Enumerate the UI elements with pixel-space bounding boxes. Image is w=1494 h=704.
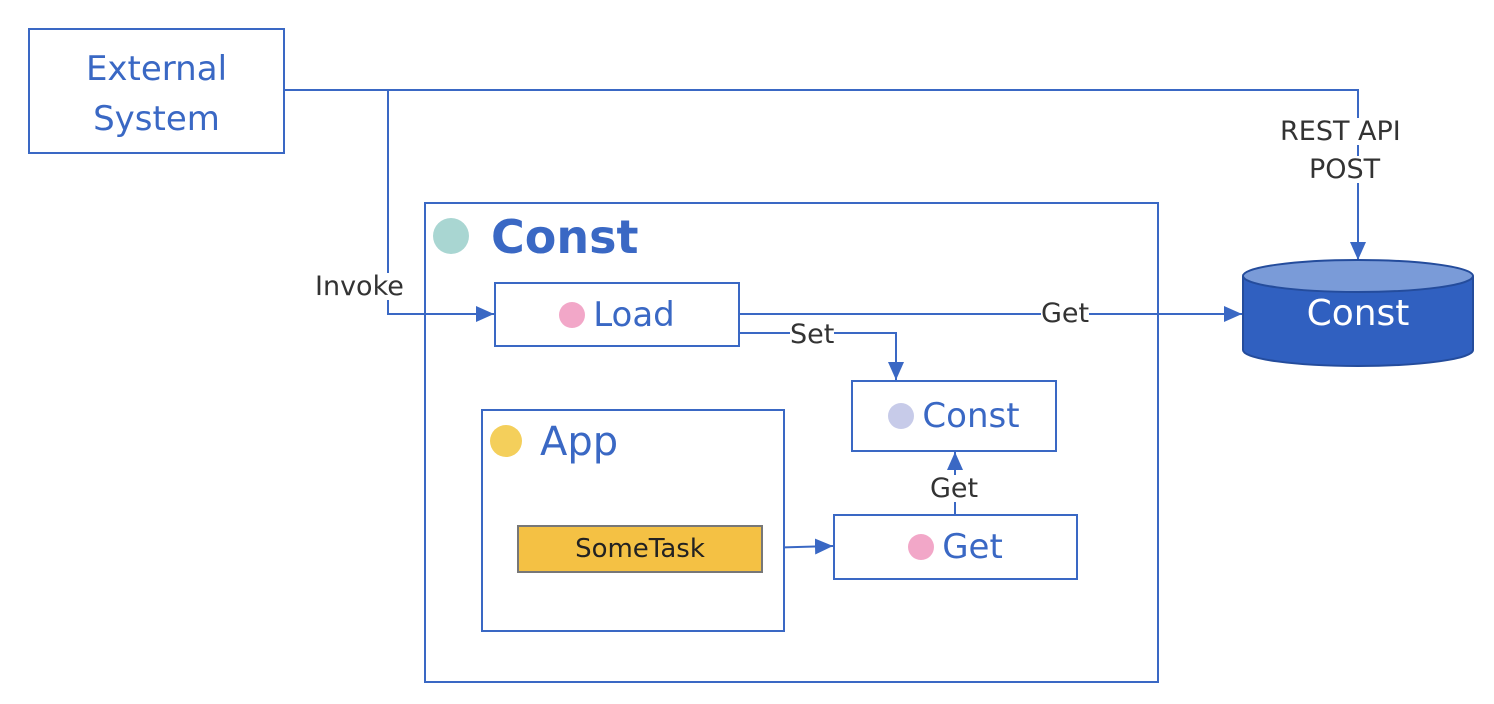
rest-api-label-2: POST [1309, 154, 1381, 185]
const-store-node[interactable]: Const [851, 380, 1057, 452]
load-node-dot [559, 301, 586, 328]
get-node-label: Get [942, 527, 1003, 567]
load-node-label: Load [593, 294, 675, 335]
rest-api-edge [284, 89, 1366, 260]
const-container-title: Const [491, 210, 639, 264]
external-system-box: External System [28, 28, 285, 154]
sometask-node[interactable]: SomeTask [517, 525, 763, 573]
set-label: Set [790, 319, 835, 350]
invoke-label: Invoke [315, 271, 404, 302]
const-store-dot [888, 403, 915, 429]
const-database-label: Const [1306, 293, 1410, 334]
app-container-title: App [540, 419, 619, 465]
get-node[interactable]: Get [833, 514, 1078, 580]
const-container-dot [433, 218, 469, 254]
get-db-label: Get [1041, 298, 1090, 329]
const-store-label: Const [922, 396, 1020, 436]
get-node-dot [908, 534, 935, 560]
const-database[interactable] [1240, 258, 1476, 370]
load-node[interactable]: Load [494, 282, 740, 347]
external-system-label-2: System [93, 99, 220, 139]
rest-api-label-1: REST API [1280, 116, 1401, 147]
invoke-edge [387, 90, 494, 322]
external-system-label-1: External [85, 49, 228, 89]
app-container [481, 409, 785, 632]
sometask-label: SomeTask [575, 534, 705, 564]
app-container-dot [490, 425, 522, 457]
get-const-label: Get [930, 473, 979, 504]
const-container [424, 202, 1159, 683]
